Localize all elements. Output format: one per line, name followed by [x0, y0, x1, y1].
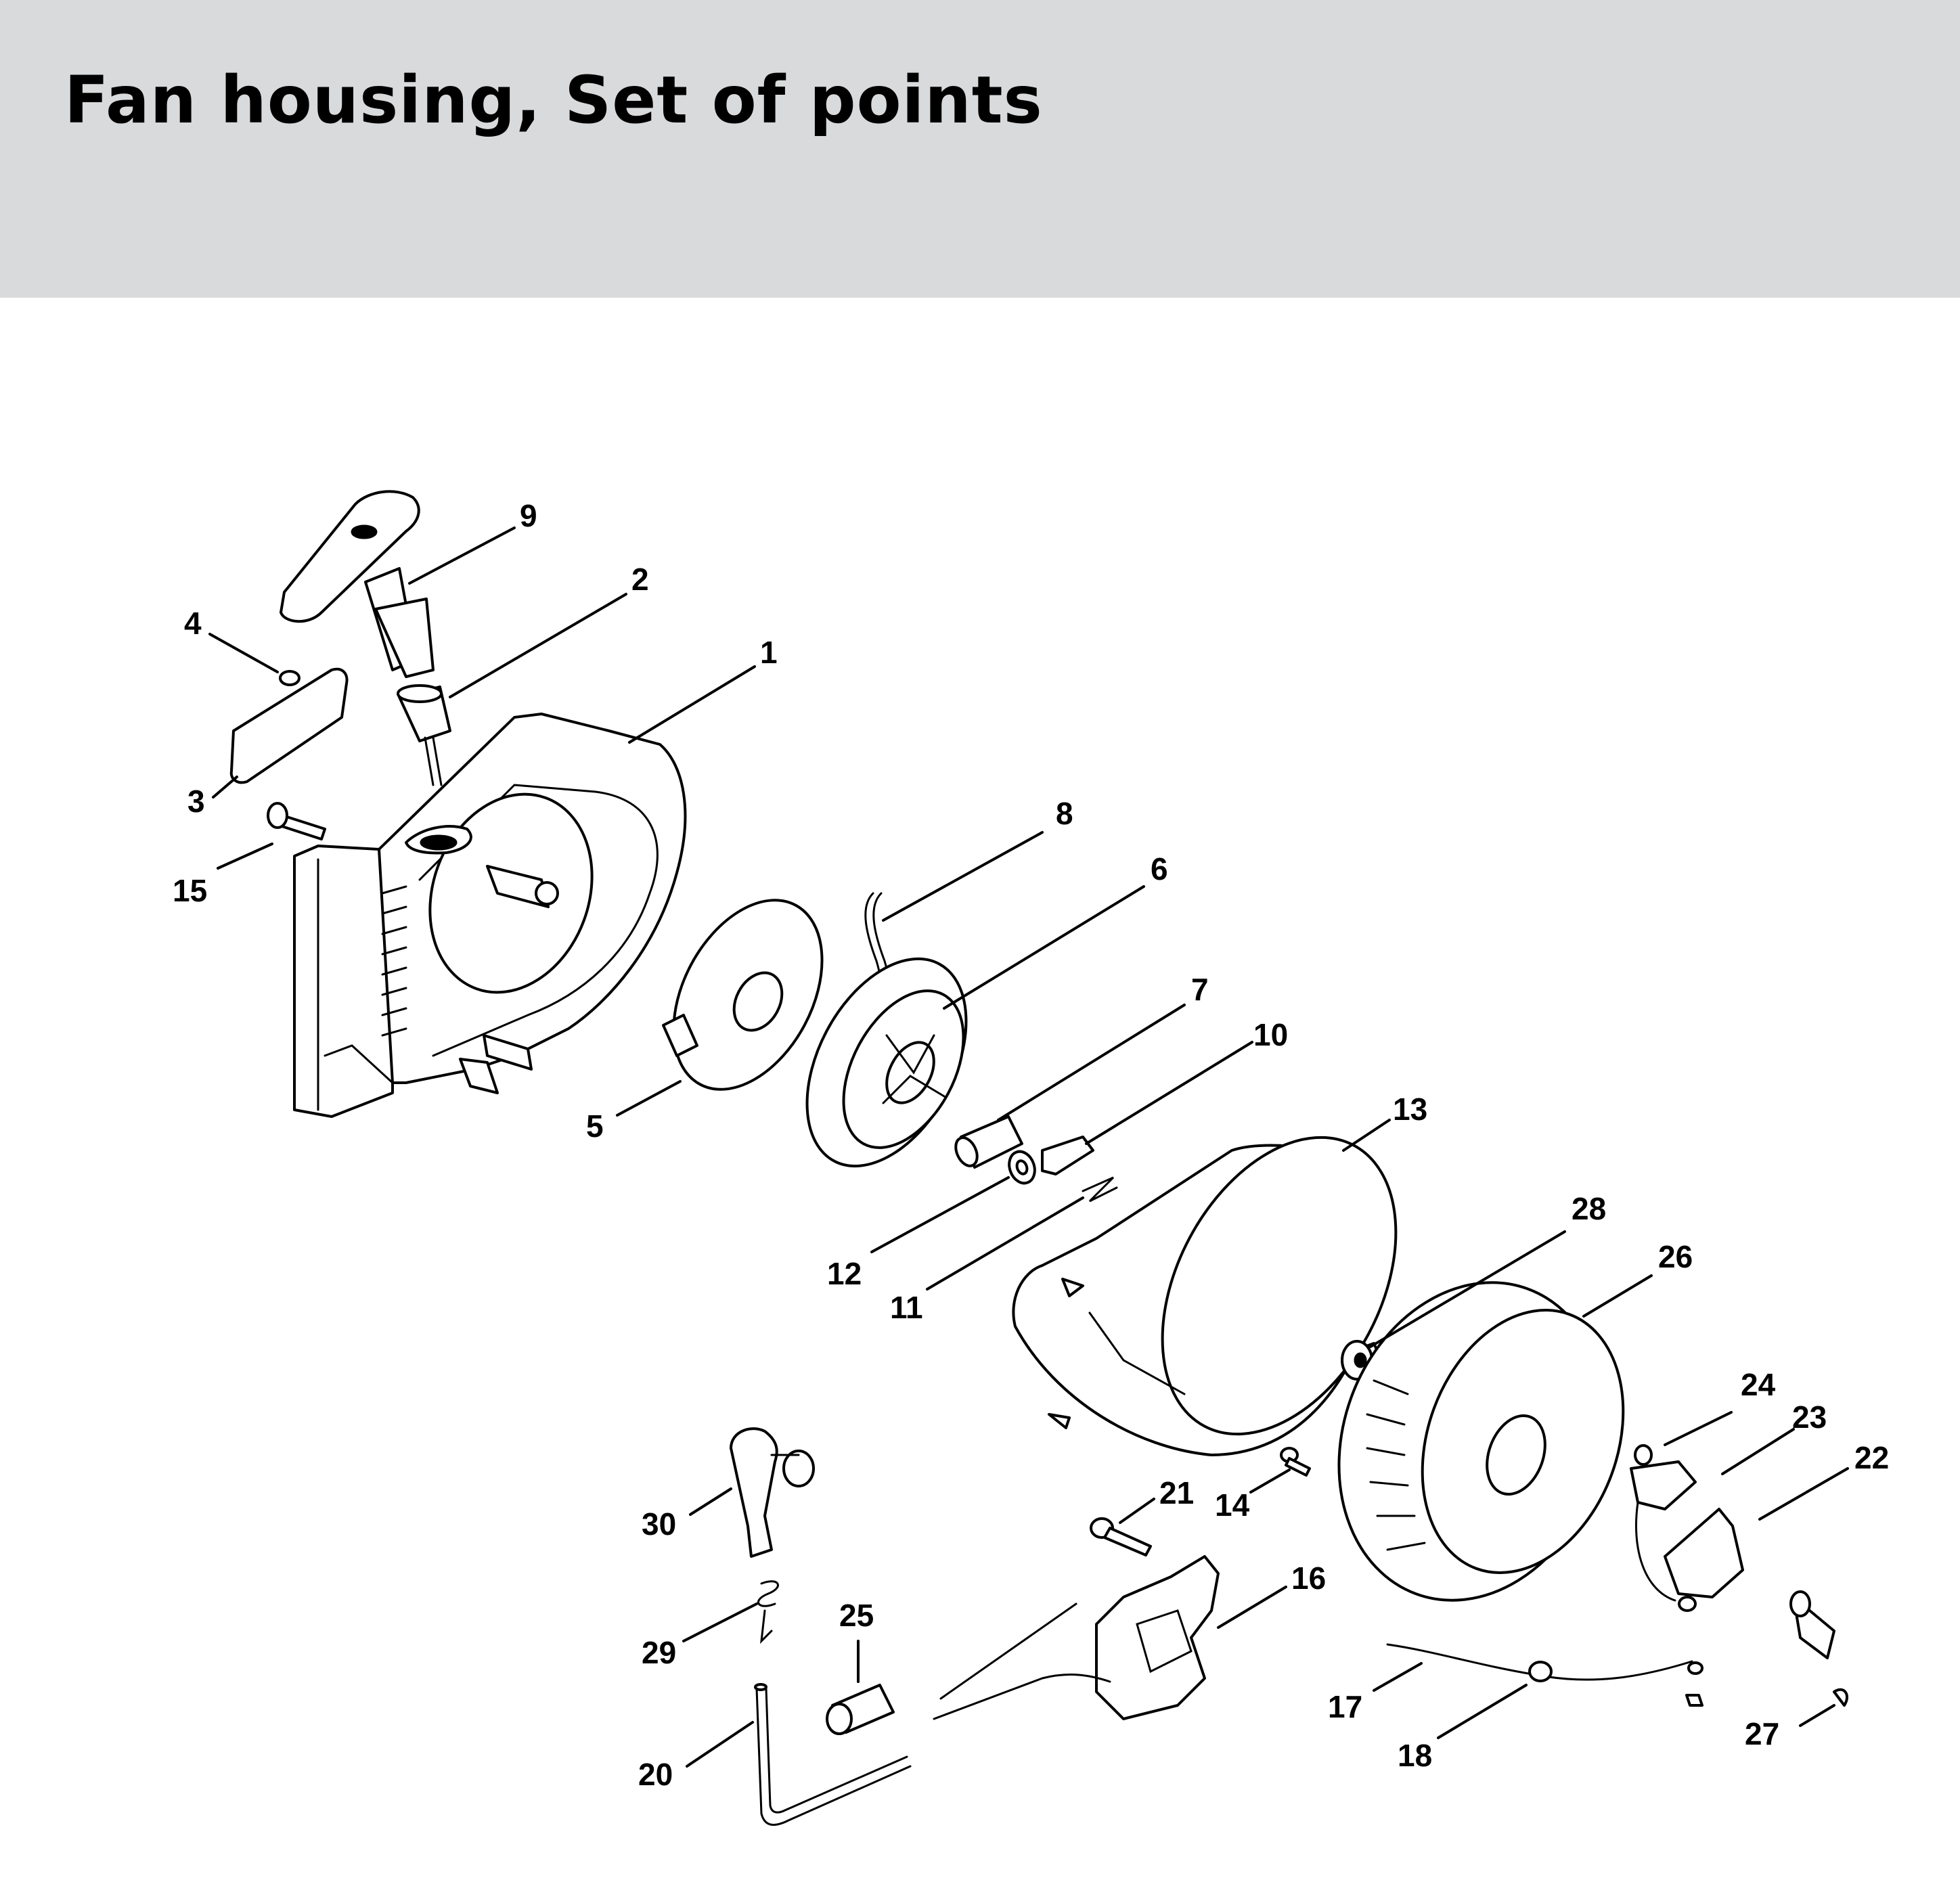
callout-27: 27: [1745, 1716, 1779, 1751]
lead-parts: [1386, 1590, 1848, 1707]
callout-25: 25: [839, 1598, 874, 1633]
callout-16: 16: [1291, 1561, 1326, 1596]
screw-14-part: [1280, 1447, 1311, 1477]
fan-cover-part: [1012, 1136, 1398, 1456]
callout-21: 21: [1159, 1475, 1194, 1510]
callout-17: 17: [1328, 1689, 1362, 1724]
callout-14: 14: [1215, 1487, 1250, 1523]
callout-24: 24: [1741, 1367, 1776, 1402]
rating-plate-part: [229, 667, 349, 784]
page-title: Fan housing, Set of points: [64, 62, 1043, 138]
ignition-coil-part: [933, 1555, 1220, 1720]
callout-26: 26: [1658, 1239, 1693, 1274]
rope-rotor-part: [805, 957, 968, 1168]
callout-6: 6: [1151, 851, 1168, 887]
callout-1: 1: [760, 635, 778, 670]
leader-lines: [208, 526, 1849, 1768]
callout-3: 3: [187, 784, 205, 819]
spark-plug-terminal-part: [826, 1684, 895, 1735]
callout-8: 8: [1056, 796, 1073, 831]
fan-housing-part: [293, 713, 687, 1118]
callout-13: 13: [1393, 1092, 1427, 1127]
callout-9: 9: [520, 498, 537, 533]
callout-15: 15: [173, 873, 207, 908]
rope-guide-bush-part: [397, 684, 451, 786]
callout-7: 7: [1191, 972, 1209, 1007]
spring-housing-part: [662, 899, 824, 1091]
callout-28: 28: [1572, 1191, 1606, 1226]
callout-23: 23: [1792, 1399, 1827, 1435]
callout-30: 30: [642, 1506, 676, 1542]
screw-21-part: [1090, 1517, 1152, 1556]
callout-10: 10: [1253, 1017, 1288, 1052]
callout-labels: 9 2 4 1 3 15 8 6 5 7 10 13 12 11 28 26 2…: [173, 498, 1889, 1792]
short-circuit-wire-part: [754, 1683, 912, 1826]
callout-20: 20: [638, 1757, 673, 1792]
housing-screw-part: [267, 802, 326, 840]
callout-29: 29: [642, 1635, 676, 1670]
callout-18: 18: [1398, 1738, 1432, 1773]
spring-29-part: [757, 1580, 779, 1644]
spring-clip-part: [1082, 1176, 1118, 1203]
contact-set-parts: [1630, 1444, 1744, 1612]
callout-2: 2: [631, 562, 649, 597]
spark-plug-boot-part: [730, 1427, 815, 1558]
washer-part: [1008, 1150, 1036, 1185]
callout-4: 4: [184, 606, 202, 641]
plate-screw-part: [279, 670, 300, 686]
callout-11: 11: [890, 1290, 923, 1325]
pawl-part: [1041, 1136, 1094, 1175]
callout-22: 22: [1854, 1440, 1889, 1475]
callout-12: 12: [827, 1256, 862, 1291]
flywheel-part: [1337, 1281, 1625, 1602]
bushing-part: [954, 1115, 1023, 1169]
callout-5: 5: [586, 1108, 604, 1144]
header-band: [0, 0, 1960, 298]
starter-grip-part: [280, 490, 435, 678]
